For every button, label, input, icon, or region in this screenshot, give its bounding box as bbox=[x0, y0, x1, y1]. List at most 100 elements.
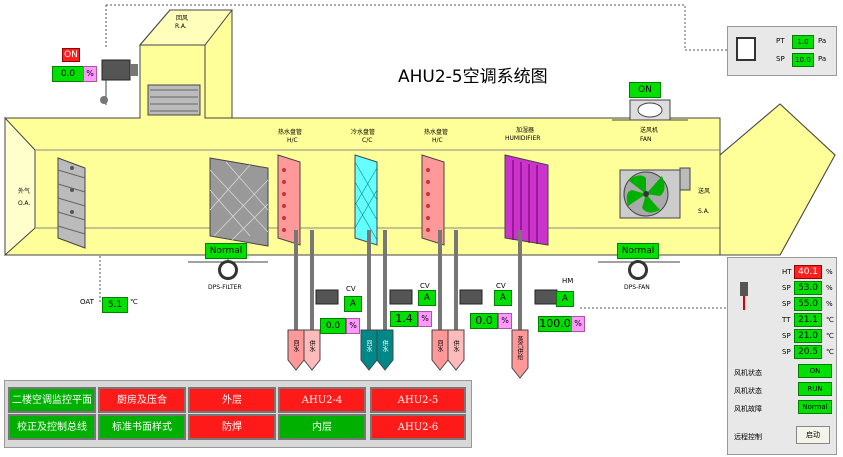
nav-button-solder-mask[interactable]: 防焊 bbox=[188, 414, 276, 440]
sensor-row-1-label: HT bbox=[782, 268, 792, 276]
hm-label: HM bbox=[562, 277, 574, 285]
sp-label: SP bbox=[776, 55, 785, 63]
pipe-label-1: 回水 bbox=[292, 340, 299, 352]
valve-1-value: 0.0 bbox=[320, 318, 346, 334]
sensor-row-3-unit: % bbox=[826, 300, 833, 308]
pipe-label-3: 回水 bbox=[365, 340, 372, 352]
sensor-row-2-label: SP bbox=[782, 284, 791, 292]
dps-filter-gauge-icon bbox=[188, 255, 268, 280]
supply-fan-icon bbox=[619, 167, 691, 219]
dps-filter-label: DPS-FILTER bbox=[208, 284, 242, 291]
sp-value: 10.0 bbox=[792, 53, 814, 67]
nav-button-calibration[interactable]: 校正及控制总线 bbox=[8, 414, 96, 440]
fan-status-value-1: ON bbox=[798, 364, 832, 378]
valve-4-mode: A bbox=[556, 291, 574, 307]
cooling-coil-cn-label: 冷水盘管 bbox=[351, 129, 376, 136]
fan-dp-icon bbox=[612, 99, 688, 121]
sensor-row-5-value: 21.0 bbox=[794, 329, 822, 343]
fan-status-label-3: 风机故障 bbox=[734, 405, 762, 413]
page-title: AHU2-5空调系统图 bbox=[398, 67, 548, 87]
sensor-row-6-label: SP bbox=[782, 348, 791, 356]
sensor-probe-icon bbox=[740, 282, 748, 296]
supply-air-cn-label: 送风 bbox=[698, 188, 711, 195]
fan-cn-label: 送风机 bbox=[640, 127, 659, 134]
valve-4-unit: % bbox=[571, 316, 585, 332]
sensor-panel: HT 40.1 % SP 53.0 % SP 55.0 % TT 21.1 ℃ … bbox=[727, 257, 837, 455]
fan-status-label-1: 风机状态 bbox=[734, 369, 762, 377]
pressure-panel: PT 1.0 Pa SP 10.0 Pa bbox=[727, 26, 837, 76]
cv2-label: CV bbox=[420, 282, 430, 290]
fan-status-label-2: 风机状态 bbox=[734, 387, 762, 395]
outside-air-label: O.A. bbox=[18, 200, 31, 207]
nav-button-ahu2-4[interactable]: AHU2-4 bbox=[278, 387, 366, 413]
sensor-row-6-unit: ℃ bbox=[826, 348, 834, 356]
pipe-label-4: 供水 bbox=[381, 340, 388, 352]
oa-damper-icon bbox=[57, 157, 86, 249]
pressure-gauge-icon bbox=[736, 37, 756, 61]
valve-3-value: 0.0 bbox=[470, 313, 498, 329]
humidifier-cn-label: 加湿器 bbox=[516, 127, 535, 134]
return-damper-icon bbox=[147, 84, 201, 116]
nav-button-kitchen-press[interactable]: 厨房及压合 bbox=[98, 387, 186, 413]
nav-button-floor2-monitor[interactable]: 二楼空调监控平面 bbox=[8, 387, 96, 413]
valve-3-mode: A bbox=[494, 290, 512, 306]
valve-2-unit: % bbox=[418, 311, 432, 327]
sensor-row-4-value: 21.1 bbox=[794, 313, 822, 327]
return-air-cn-label: 回风 bbox=[176, 15, 189, 22]
valve-1-mode: A bbox=[344, 296, 362, 312]
nav-button-standard-docs[interactable]: 标准书面样式 bbox=[98, 414, 186, 440]
dps-fan-label: DPS-FAN bbox=[624, 284, 650, 291]
damper-unit: % bbox=[83, 66, 97, 82]
damper-status: ON bbox=[62, 48, 80, 62]
nav-button-ahu2-6[interactable]: AHU2-6 bbox=[370, 414, 466, 440]
heating-coil-label: H/C bbox=[287, 137, 298, 144]
damper-actuator-icon bbox=[100, 59, 138, 105]
humidifier-label: HUMIDIFIER bbox=[505, 135, 541, 142]
pipe-label-2: 供水 bbox=[308, 340, 315, 352]
sensor-row-3-label: SP bbox=[782, 300, 791, 308]
cooling-coil-label: C/C bbox=[362, 137, 373, 144]
pt-value: 1.0 bbox=[792, 35, 814, 49]
fan-status-value-2: RUN bbox=[798, 382, 832, 396]
nav-button-ahu2-5[interactable]: AHU2-5 bbox=[370, 387, 466, 413]
sensor-row-4-unit: ℃ bbox=[826, 316, 834, 324]
oat-label: OAT bbox=[80, 298, 94, 306]
fan-label: FAN bbox=[640, 136, 652, 143]
sensor-row-5-unit: ℃ bbox=[826, 332, 834, 340]
fan-dps-status: Normal bbox=[617, 243, 659, 259]
heating-coil-1-icon bbox=[277, 154, 301, 246]
fan-status-value-3: Normal bbox=[798, 400, 832, 414]
sp-unit: Pa bbox=[818, 55, 827, 63]
valve-2-value: 1.4 bbox=[390, 311, 418, 327]
sensor-row-5-label: SP bbox=[782, 332, 791, 340]
valve-icons bbox=[315, 289, 558, 305]
sensor-row-3-value: 55.0 bbox=[794, 297, 822, 311]
cooling-coil-icon bbox=[354, 154, 378, 246]
valve-2-mode: A bbox=[418, 290, 436, 306]
sensor-row-2-value: 53.0 bbox=[794, 281, 822, 295]
remote-control-label: 远程控制 bbox=[734, 433, 762, 441]
filter-status: Normal bbox=[205, 243, 247, 259]
heating-coil2-label: H/C bbox=[432, 137, 443, 144]
cv3-label: CV bbox=[496, 282, 506, 290]
heating-coil-cn-label: 热水盘管 bbox=[278, 129, 303, 136]
filter-icon bbox=[209, 157, 269, 247]
damper-value: 0.0 bbox=[52, 66, 84, 82]
fan-status: ON bbox=[629, 82, 661, 98]
nav-button-inner-layer[interactable]: 内层 bbox=[278, 414, 366, 440]
supply-air-label: S.A. bbox=[698, 208, 710, 215]
remote-start-button[interactable]: 启动 bbox=[796, 426, 830, 444]
pipe-label-6: 供水 bbox=[452, 340, 459, 352]
sensor-row-4-label: TT bbox=[782, 316, 791, 324]
cv1-label: CV bbox=[346, 285, 356, 293]
dps-fan-gauge-icon bbox=[598, 260, 680, 280]
outside-air-cn-label: 外气 bbox=[18, 188, 31, 195]
pipe-label-7: 蒸汽供给 bbox=[516, 336, 523, 360]
sensor-row-2-unit: % bbox=[826, 284, 833, 292]
pipe-label-5: 回水 bbox=[436, 340, 443, 352]
nav-button-outer-layer[interactable]: 外层 bbox=[188, 387, 276, 413]
oat-value: 5.1 bbox=[102, 297, 128, 313]
valve-1-unit: % bbox=[346, 318, 360, 334]
pt-label: PT bbox=[776, 37, 785, 45]
